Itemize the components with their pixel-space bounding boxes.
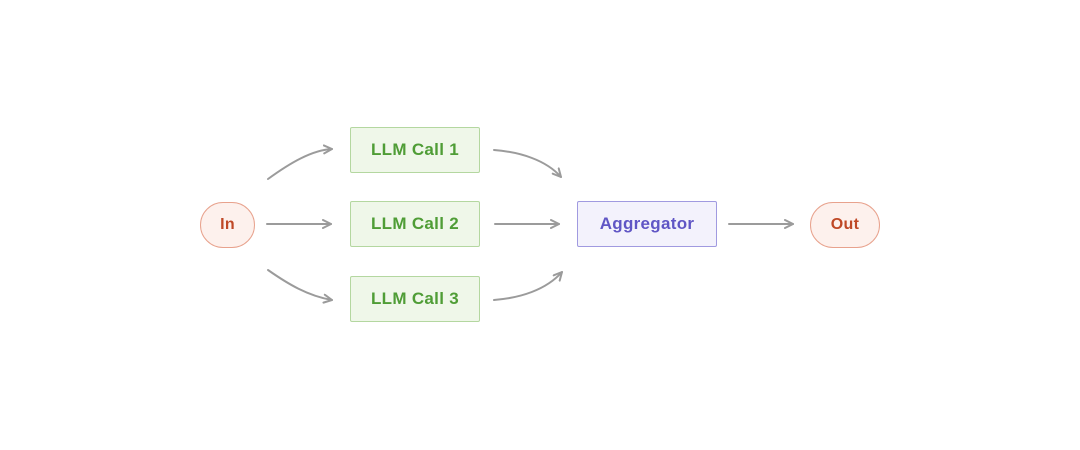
edge-in-to-llm-call-3 <box>267 269 333 304</box>
node-llm-call-1: LLM Call 1 <box>350 127 480 173</box>
node-llm-call-3: LLM Call 3 <box>350 276 480 322</box>
edge-llm-call-3-to-aggregator <box>493 271 563 301</box>
node-aggregator: Aggregator <box>577 201 717 247</box>
node-out-label: Out <box>830 216 860 233</box>
node-in-label: In <box>220 216 235 233</box>
node-llm-call-2: LLM Call 2 <box>350 201 480 247</box>
node-llm-call-3-label: LLM Call 3 <box>370 289 459 308</box>
node-llm-call-1-label: LLM Call 1 <box>370 140 459 159</box>
node-llm-call-2-label: LLM Call 2 <box>370 214 459 233</box>
edge-in-to-llm-call-1 <box>267 144 333 180</box>
node-in: In <box>200 202 255 248</box>
node-aggregator-label: Aggregator <box>599 214 695 233</box>
edge-llm-call-1-to-aggregator <box>493 149 562 178</box>
node-out: Out <box>810 202 880 248</box>
